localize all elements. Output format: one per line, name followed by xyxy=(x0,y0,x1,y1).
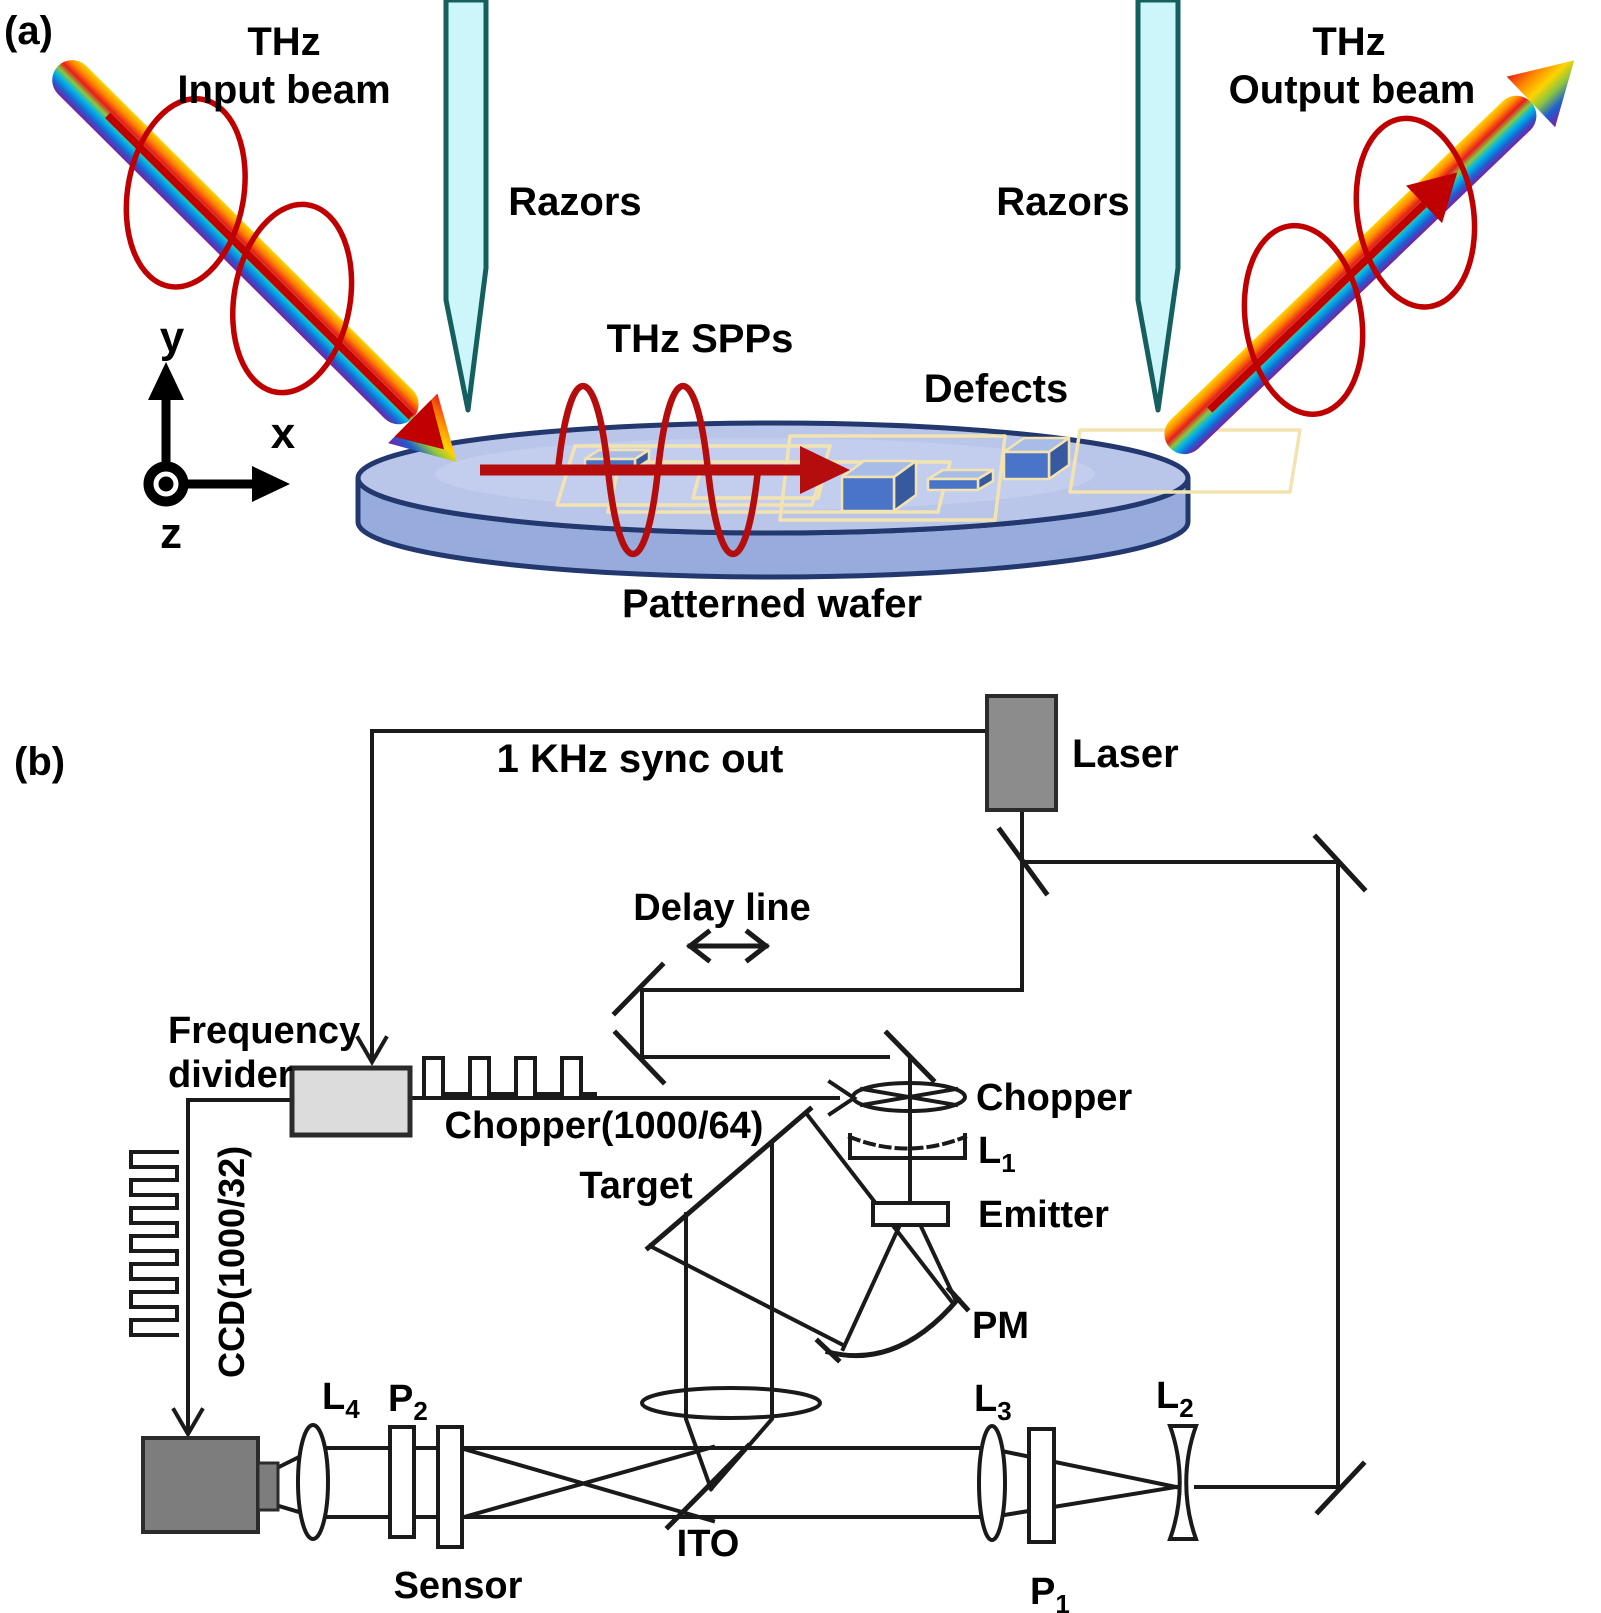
output-beam-label-line2: Output beam xyxy=(1229,68,1476,112)
frequency-divider-label-line2: divider xyxy=(168,1054,293,1096)
frequency-divider-label-line1: Frequency xyxy=(168,1010,360,1052)
delay-mirror-top xyxy=(611,961,666,1017)
defect-block-4 xyxy=(1002,436,1071,481)
defects-label: Defects xyxy=(924,367,1069,411)
lens-l4-label: L4 xyxy=(322,1376,360,1424)
bottom-right-mirror xyxy=(1314,1460,1367,1516)
razor-right-label: Razors xyxy=(996,180,1129,224)
thz-input-beam xyxy=(52,60,457,463)
frequency-divider-box xyxy=(289,1065,413,1138)
axis-z-label: z xyxy=(160,509,182,558)
razor-left-label: Razors xyxy=(508,180,641,224)
mirrors xyxy=(611,826,1368,1531)
laser-box xyxy=(985,694,1058,812)
delay-line-label: Delay line xyxy=(633,887,810,929)
patterned-wafer xyxy=(355,420,1302,580)
delay-line-arrow-icon xyxy=(685,928,771,964)
spp-wave xyxy=(480,382,850,558)
axis-y-label: y xyxy=(160,313,185,362)
delay-mirror-bottom xyxy=(612,1029,667,1086)
emitter-label: Emitter xyxy=(978,1194,1109,1236)
defect-block-2 xyxy=(840,459,918,513)
razor-left xyxy=(443,0,489,413)
chopper-pulse-train xyxy=(422,1056,597,1096)
sync-arrowhead xyxy=(355,1035,389,1066)
lens-l2-label: L2 xyxy=(1156,1375,1194,1423)
emitter-box xyxy=(871,1201,950,1227)
defect-block-3 xyxy=(926,468,995,492)
top-right-mirror xyxy=(1312,833,1368,893)
ito-label: ITO xyxy=(677,1523,740,1565)
panel-a-label: (a) xyxy=(4,9,53,53)
razor-right xyxy=(1135,0,1181,413)
ccd-rate-label: CCD(1000/32) xyxy=(211,1146,252,1378)
input-polarization-arrowhead xyxy=(394,399,445,450)
output-beam-label-line1: THz xyxy=(1312,20,1385,64)
polarizer-p2-label: P2 xyxy=(388,1378,428,1426)
axes-icon xyxy=(143,362,290,507)
axis-x-label: x xyxy=(271,409,296,458)
panel-b-label: (b) xyxy=(14,740,65,784)
output-beam-arrowhead xyxy=(1506,60,1575,128)
panel-a: (a) THz Input beam THz Output beam Razor… xyxy=(4,0,1575,626)
polarizer-p1 xyxy=(1027,1427,1056,1544)
lens-l1-label: L1 xyxy=(978,1130,1016,1178)
polarizer-p2 xyxy=(388,1425,464,1549)
ccd-camera-snout xyxy=(256,1461,280,1512)
input-beam-label-line2: Input beam xyxy=(177,68,390,112)
chopper-wheel-icon xyxy=(851,1081,967,1113)
lens-l4 xyxy=(296,1423,330,1541)
parabolic-mirror xyxy=(814,1285,971,1364)
polarizer-p1-label: P1 xyxy=(1030,1571,1070,1613)
sync-label: 1 KHz sync out xyxy=(497,737,784,781)
camera-arrowhead xyxy=(171,1407,205,1438)
ccd-pulse-train xyxy=(129,1150,179,1337)
lens-l3-label: L3 xyxy=(974,1378,1012,1426)
lens-l2 xyxy=(1167,1424,1199,1541)
defect-blocks xyxy=(583,436,1071,513)
laser-beamsplitter-mirror xyxy=(996,826,1050,897)
input-polarization-loop-2 xyxy=(230,201,355,396)
output-polarization-arrowhead xyxy=(1406,172,1458,224)
output-polarization-loop-1 xyxy=(1241,222,1366,418)
chopper-label: Chopper xyxy=(976,1077,1132,1119)
panel-b: (b) 1 KHz sync out Laser Delay line Freq… xyxy=(14,694,1368,1613)
chopper-fold-mirror xyxy=(883,1029,937,1084)
spp-label: THz SPPs xyxy=(607,317,794,361)
thz-output-beam xyxy=(1164,60,1575,455)
ito-focusing-lens xyxy=(640,1386,822,1420)
input-polarization-loop-1 xyxy=(123,95,248,290)
input-beam-label-line1: THz xyxy=(247,20,320,64)
chopper-rate-label: Chopper(1000/64) xyxy=(445,1105,764,1147)
target-label: Target xyxy=(579,1165,693,1207)
wafer-pattern-outlines xyxy=(555,428,1302,522)
target-mirror xyxy=(644,1105,814,1252)
lens-l1 xyxy=(847,1133,968,1160)
sensor-label: Sensor xyxy=(394,1565,523,1607)
ccd-camera xyxy=(141,1436,280,1534)
sync-line xyxy=(370,729,990,1060)
output-polarization-loop-2 xyxy=(1353,115,1478,310)
spp-arrowhead xyxy=(800,446,850,494)
laser-label: Laser xyxy=(1072,732,1179,776)
lens-l3 xyxy=(977,1424,1007,1542)
wafer-label: Patterned wafer xyxy=(622,582,922,626)
ito-beamsplitter xyxy=(664,1442,752,1531)
pm-label: PM xyxy=(972,1305,1029,1347)
